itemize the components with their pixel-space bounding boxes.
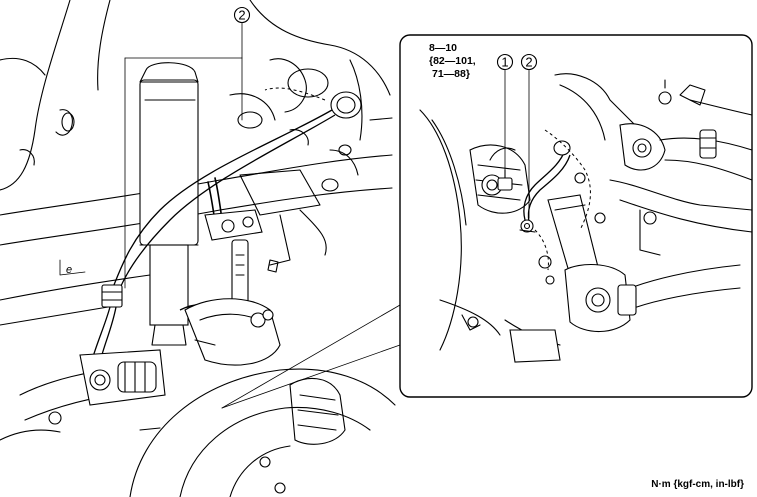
brake-caliper: [184, 298, 346, 445]
torque-spec: 8—10 {82—101, 71—88}: [429, 42, 476, 80]
callout-detail-item-1: 1: [496, 53, 514, 71]
callout-detail-item-2-label: 2: [525, 55, 532, 70]
callout-main-item-2: 2: [233, 6, 251, 24]
detail-view: 1 2 8—10 {82—101, 71—88}: [399, 34, 753, 398]
main-callout-leaders: [124, 21, 243, 289]
torque-spec-line-1: 8—10: [429, 42, 457, 54]
torque-spec-line-3: 71—88}: [432, 68, 470, 80]
detail-trailing-arm: [609, 179, 753, 256]
detail-projection-line-lower: [221, 344, 401, 409]
strut-assembly: [139, 62, 199, 346]
main-view: e: [0, 0, 401, 497]
detail-upper-arm: [554, 73, 753, 181]
lower-arm: [0, 349, 166, 441]
svg-text:e: e: [66, 264, 72, 276]
torque-spec-line-2: {82—101,: [429, 55, 476, 67]
callout-main-item-2-label: 2: [238, 8, 245, 23]
brake-hose: [204, 177, 279, 311]
detail-lateral-link: [538, 172, 741, 333]
brake-disc: [129, 368, 396, 497]
detail-projection-line-upper: [221, 304, 401, 409]
units-label: N·m {kgf-cm, in-lbf}: [651, 479, 744, 490]
callout-detail-item-2: 2: [520, 53, 538, 71]
callout-detail-item-1-label: 1: [501, 55, 508, 70]
sensor-wire-main: [91, 87, 362, 363]
